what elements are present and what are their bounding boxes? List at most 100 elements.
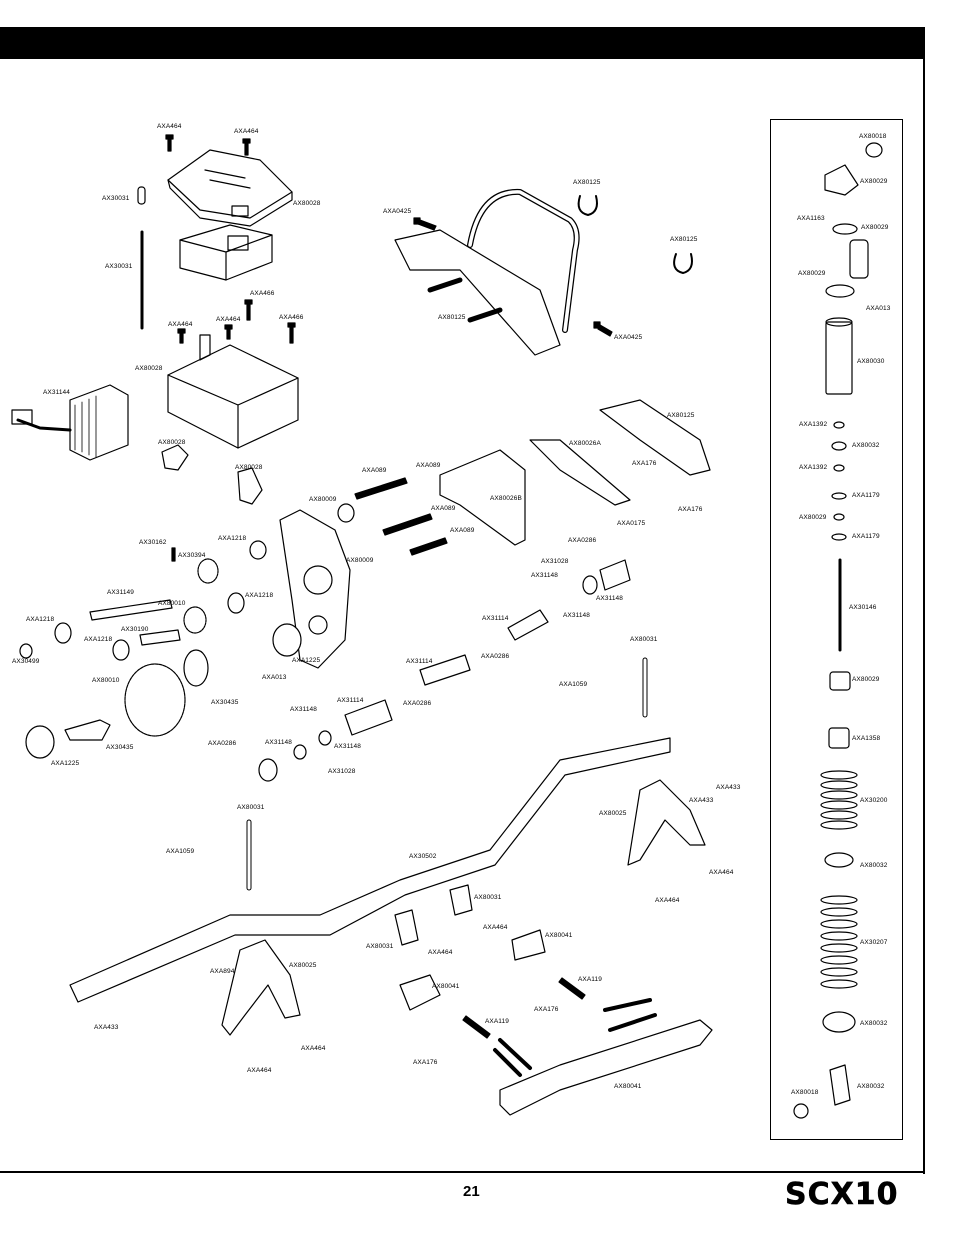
skid-plate-top bbox=[439, 399, 711, 546]
part-label: AX80025 bbox=[599, 810, 627, 817]
receiver bbox=[179, 224, 273, 281]
part-label: AXA089 bbox=[431, 505, 456, 512]
header-bar bbox=[0, 27, 925, 59]
part-label: AXA464 bbox=[301, 1045, 326, 1052]
part-label: AXA433 bbox=[94, 1024, 119, 1031]
part-label: AX80031 bbox=[366, 943, 394, 950]
part-label: AXA089 bbox=[450, 527, 475, 534]
part-label: AXA464 bbox=[234, 128, 259, 135]
part-label: AXA464 bbox=[709, 869, 734, 876]
screw-icons bbox=[165, 134, 296, 344]
part-label: AX30207 bbox=[860, 939, 888, 946]
part-label: AX31149 bbox=[107, 589, 134, 596]
part-label: AX31114 bbox=[406, 658, 433, 665]
shock-exploded-panel bbox=[770, 119, 903, 1140]
chassis-rail bbox=[69, 737, 671, 1003]
part-label: AX80026B bbox=[490, 495, 522, 502]
part-label: AX80029 bbox=[860, 178, 888, 185]
mount-bracket bbox=[237, 467, 263, 505]
part-label: AXA1225 bbox=[292, 657, 321, 664]
part-label: AX31148 bbox=[563, 612, 590, 619]
shock-tower-front bbox=[221, 939, 301, 1036]
part-label: AXA464 bbox=[157, 123, 182, 130]
part-label: AX31148 bbox=[290, 706, 317, 713]
link-mounts bbox=[394, 884, 546, 1011]
part-label: AXA176 bbox=[413, 1059, 438, 1066]
part-label: AX80032 bbox=[857, 1083, 885, 1090]
part-label: AX31148 bbox=[265, 739, 292, 746]
part-label: AX80010 bbox=[158, 600, 186, 607]
part-label: AXA1059 bbox=[559, 681, 588, 688]
part-label: AXA464 bbox=[216, 316, 241, 323]
shackle-icons bbox=[577, 195, 693, 274]
part-label: AXA894 bbox=[210, 968, 235, 975]
part-label: AXA176 bbox=[678, 506, 703, 513]
front-bumper-hoop bbox=[394, 188, 580, 356]
part-label: AX80029 bbox=[861, 224, 889, 231]
part-label: AX80041 bbox=[614, 1083, 642, 1090]
part-label: AX80028 bbox=[158, 439, 186, 446]
part-label: AX31114 bbox=[337, 697, 364, 704]
part-label: AXA176 bbox=[632, 460, 657, 467]
part-label: AX80028 bbox=[135, 365, 163, 372]
part-label: AX30190 bbox=[121, 626, 149, 633]
part-label: AXA013 bbox=[262, 674, 287, 681]
part-label: AX80029 bbox=[798, 270, 826, 277]
part-label: AX80028 bbox=[235, 464, 263, 471]
bolts-0425 bbox=[413, 217, 613, 337]
part-label: AX31028 bbox=[328, 768, 356, 775]
part-label: AX80032 bbox=[860, 1020, 888, 1027]
servo-mount bbox=[161, 444, 189, 471]
part-label: AXA1218 bbox=[245, 592, 274, 599]
part-label: AX80028 bbox=[293, 200, 321, 207]
part-label: AX80125 bbox=[670, 236, 698, 243]
part-label: AXA0286 bbox=[481, 653, 510, 660]
part-label: AX30435 bbox=[211, 699, 239, 706]
part-label: AXA0286 bbox=[568, 537, 597, 544]
part-label: AX30435 bbox=[106, 744, 134, 751]
part-label: AXA464 bbox=[655, 897, 680, 904]
receiver-box-lid bbox=[167, 149, 293, 227]
part-label: AXA089 bbox=[362, 467, 387, 474]
part-label: AX80032 bbox=[852, 442, 880, 449]
body-posts bbox=[246, 657, 648, 891]
part-label: AX80018 bbox=[791, 1089, 819, 1096]
part-label: AX80031 bbox=[474, 894, 502, 901]
part-label: AX80010 bbox=[92, 677, 120, 684]
part-label: AXA433 bbox=[716, 784, 741, 791]
part-label: AXA1218 bbox=[84, 636, 113, 643]
part-label: AX30499 bbox=[12, 658, 40, 665]
driveshaft-parts bbox=[258, 559, 631, 782]
part-label: AXA464 bbox=[483, 924, 508, 931]
part-label: AX80025 bbox=[289, 962, 317, 969]
part-label: AXA1218 bbox=[26, 616, 55, 623]
part-label: AX30031 bbox=[105, 263, 133, 270]
part-label: AXA0286 bbox=[208, 740, 237, 747]
part-label: AX80026A bbox=[569, 440, 601, 447]
part-label: AX30162 bbox=[139, 539, 167, 546]
bolts-119 bbox=[462, 977, 586, 1039]
part-label: AXA1218 bbox=[218, 535, 247, 542]
part-label: AX31144 bbox=[43, 389, 70, 396]
part-label: AX80031 bbox=[630, 636, 658, 643]
part-label: AX80125 bbox=[438, 314, 466, 321]
scx10-logo: SCX10 bbox=[785, 1177, 899, 1210]
part-label: AXA0425 bbox=[614, 334, 643, 341]
part-label: AX80032 bbox=[860, 862, 888, 869]
part-label: AXA466 bbox=[279, 314, 304, 321]
part-label: AX80041 bbox=[432, 983, 460, 990]
part-label: AXA089 bbox=[416, 462, 441, 469]
part-label: AXA0425 bbox=[383, 208, 412, 215]
part-label: AX80009 bbox=[309, 496, 337, 503]
part-label: AX30146 bbox=[849, 604, 877, 611]
part-label: AXA1179 bbox=[852, 533, 880, 540]
part-label: AX80041 bbox=[545, 932, 573, 939]
part-label: AXA464 bbox=[168, 321, 193, 328]
receiver-box bbox=[167, 334, 299, 449]
part-label: AX80029 bbox=[799, 514, 827, 521]
part-label: AXA013 bbox=[866, 305, 891, 312]
pin-short bbox=[137, 186, 146, 205]
scx10-logo-text: SCX10 bbox=[785, 1177, 899, 1210]
part-label: AXA0175 bbox=[617, 520, 646, 527]
